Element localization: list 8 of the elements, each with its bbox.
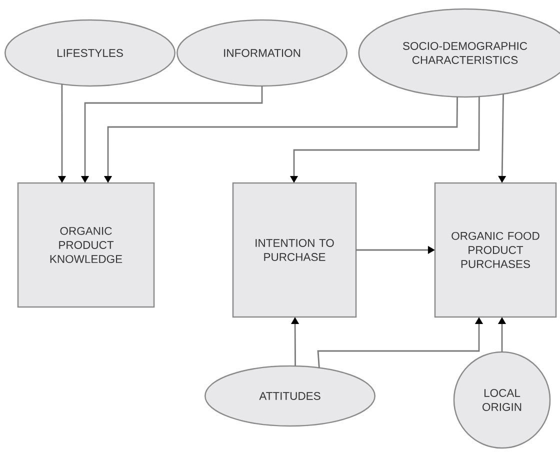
oval-node: SOCIO-DEMOGRAPHIC CHARACTERISTICS <box>358 8 560 98</box>
process-box: ORGANIC FOOD PRODUCT PURCHASES <box>434 182 557 318</box>
process-box: ORGANIC PRODUCT KNOWLEDGE <box>17 182 155 308</box>
circle-node: LOCAL ORIGIN <box>453 351 551 449</box>
process-box: INTENTION TO PURCHASE <box>232 182 357 318</box>
oval-node: LIFESTYLES <box>4 19 176 87</box>
oval-node: INFORMATION <box>176 19 348 87</box>
oval-node: ATTITUDES <box>204 365 376 427</box>
